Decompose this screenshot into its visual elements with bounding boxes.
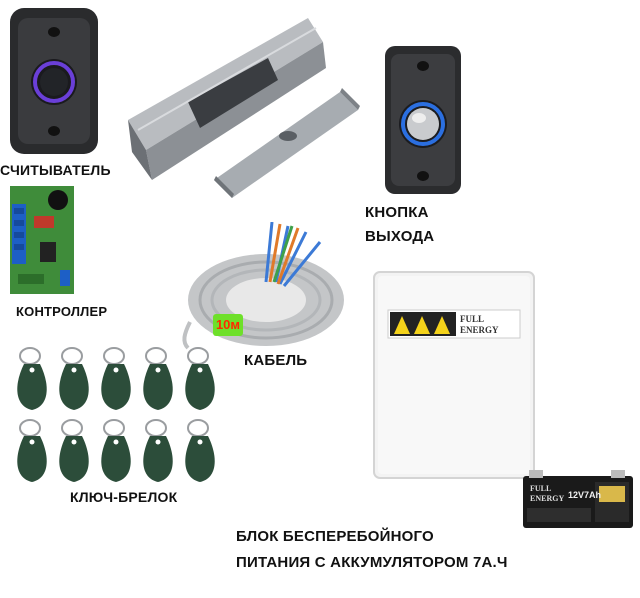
battery [523,470,635,530]
battery-brand-line2: ENERGY [530,494,565,503]
battery-brand-logo: FULL ENERGY [530,484,570,508]
key-fob [17,419,47,482]
exit-button-device [383,44,463,196]
exit-button-label-line1: КНОПКА [365,204,429,221]
controller-label: КОНТРОЛЛЕР [16,304,108,319]
key-fob [143,347,173,410]
cable-length-text: 10м [215,317,241,332]
ups-enclosure [372,270,536,480]
cable-label: КАБЕЛЬ [244,352,308,369]
cable-coil [180,222,350,350]
reader-device [8,6,100,156]
reader-label: СЧИТЫВАТЕЛЬ [0,162,111,178]
key-fob [59,347,89,410]
key-fob [101,419,131,482]
psu-brand-line1: FULL [460,314,485,324]
battery-brand-line1: FULL [530,484,552,493]
cable-length-tag: 10м [213,314,243,336]
exit-button-label-line2: ВЫХОДА [365,228,435,245]
psu-brand-line2: ENERGY [460,325,499,335]
key-fob-group [8,346,222,488]
key-fob [101,347,131,410]
key-fob [143,419,173,482]
psu-brand-logo: FULL ENERGY [460,314,516,338]
key-fob [185,347,215,410]
battery-rating: 12V7Ah [568,490,602,500]
key-fob-label: КЛЮЧ-БРЕЛОК [70,489,178,505]
key-fob [185,419,215,482]
ups-label-line1: БЛОК БЕСПЕРЕБОЙНОГО [236,528,434,545]
controller-board [10,186,74,294]
key-fob [59,419,89,482]
ups-label-line2: ПИТАНИЯ С АККУМУЛЯТОРОМ 7А.Ч [236,554,508,571]
key-fob [17,347,47,410]
magnetic-lock [118,10,378,200]
